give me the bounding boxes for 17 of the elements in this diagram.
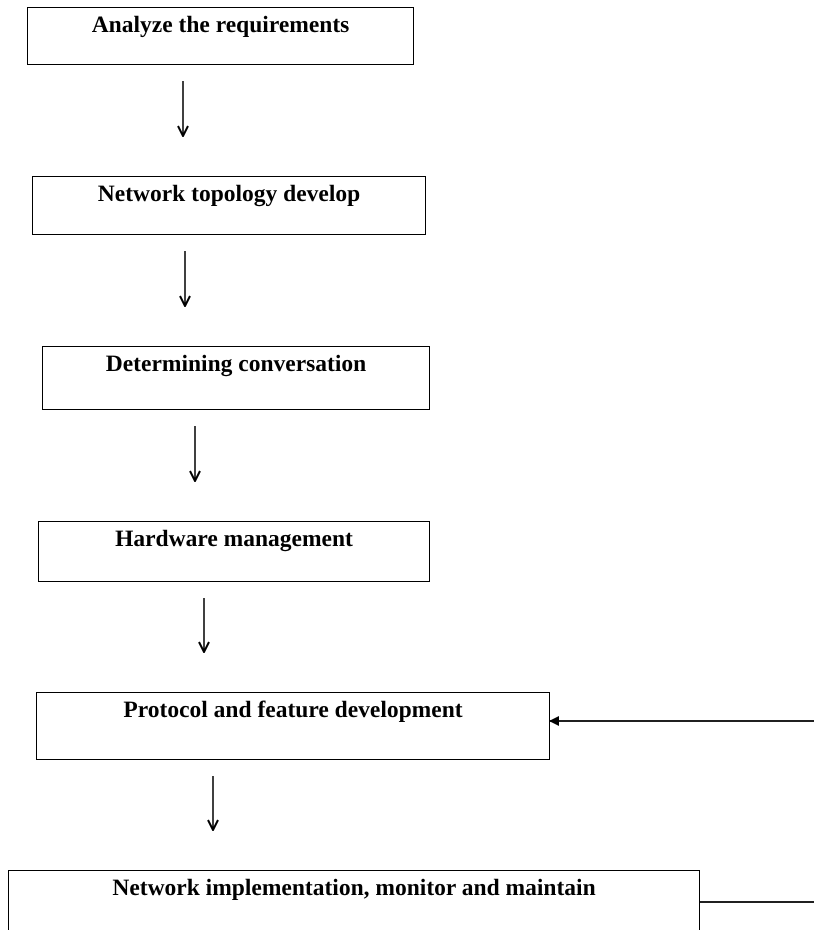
step-label: Analyze the requirements bbox=[92, 12, 350, 38]
arrow bbox=[207, 776, 219, 831]
step-label: Network implementation, monitor and maintain bbox=[112, 875, 596, 901]
arrow bbox=[549, 716, 814, 903]
process-box bbox=[38, 521, 430, 582]
step-label: Network topology develop bbox=[98, 181, 360, 207]
process-box bbox=[32, 176, 426, 235]
step-label: Determining conversation bbox=[106, 351, 366, 377]
process-box bbox=[36, 692, 550, 760]
step-label: Hardware management bbox=[115, 526, 353, 552]
arrow bbox=[189, 426, 201, 482]
step-label: Protocol and feature development bbox=[123, 697, 463, 723]
arrow bbox=[198, 598, 210, 653]
arrow bbox=[177, 81, 189, 137]
process-box bbox=[27, 7, 414, 65]
process-box bbox=[42, 346, 430, 410]
arrow bbox=[179, 251, 191, 307]
